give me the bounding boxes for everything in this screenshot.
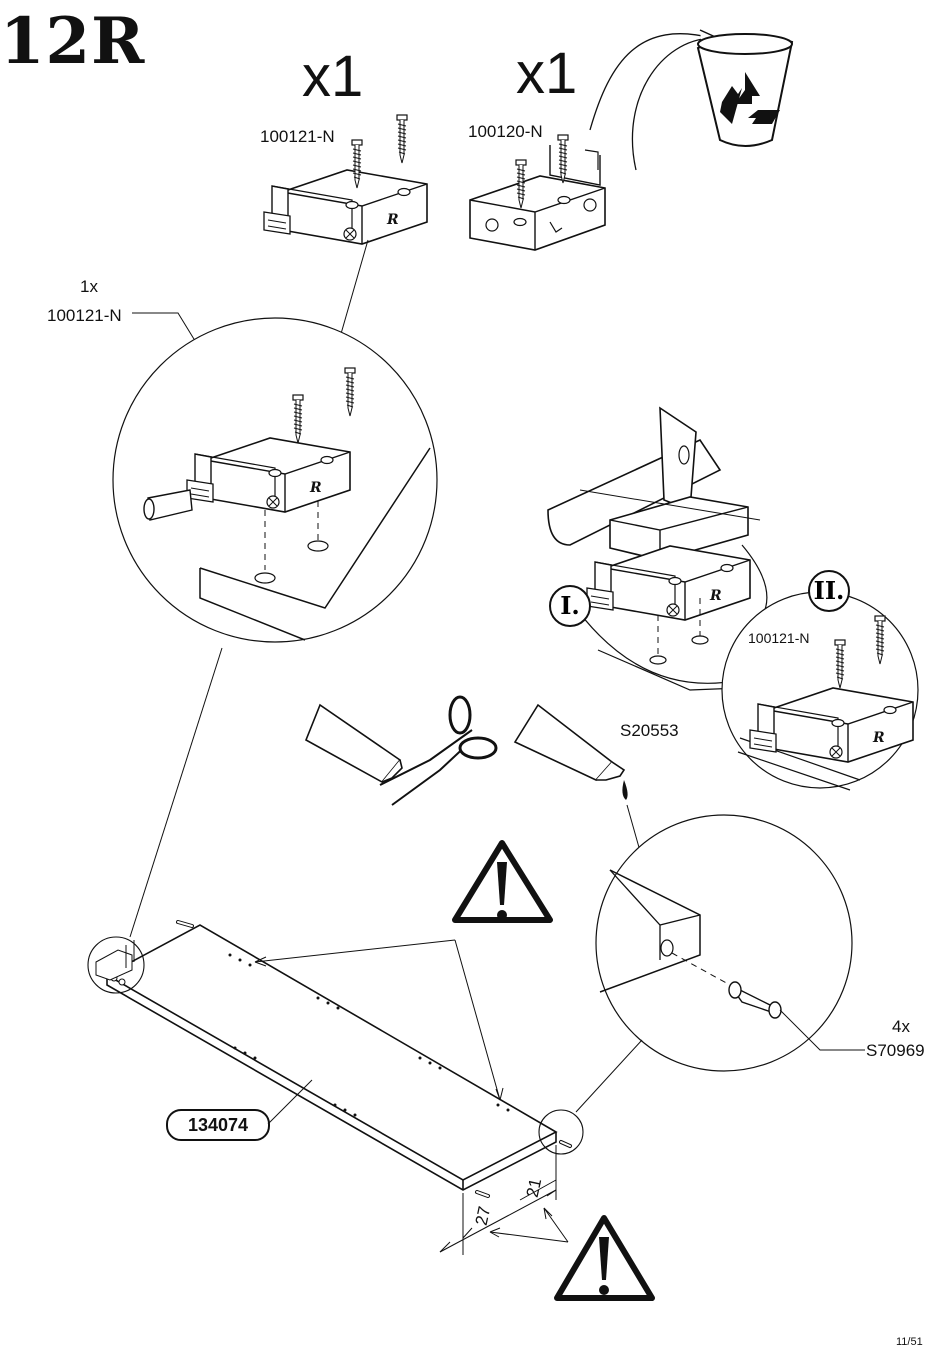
step-one-marker: I.	[549, 585, 591, 627]
step-two-part-code: 100121-N	[748, 630, 810, 646]
scissors-icon	[379, 695, 498, 806]
dowel-part-code: S70969	[866, 1041, 925, 1060]
glue-part-code: S20553	[620, 721, 679, 740]
page-number: 11/51	[896, 1336, 923, 1348]
detail-circle-right	[721, 591, 919, 791]
warning-icon	[452, 840, 553, 923]
panel-134074-drawing	[105, 920, 572, 1198]
detail-quantity: 1x	[80, 277, 98, 296]
quantity-hinge-100120: x1	[516, 41, 578, 106]
part-code-100121: 100121-N	[260, 127, 335, 146]
detail-circle-dowel	[595, 814, 853, 1072]
recycle-bin-icon	[589, 29, 794, 171]
hinge-100120-drawing	[469, 134, 606, 251]
dimension-b: 21	[522, 1176, 546, 1200]
step-number: 12R	[0, 4, 146, 79]
quantity-hinge-100121: x1	[302, 44, 364, 109]
step-two-marker: II.	[808, 570, 850, 612]
warning-icon	[554, 1215, 655, 1301]
panel-part-code: 134074	[166, 1109, 270, 1141]
dimension-lines	[439, 1145, 557, 1255]
detail-circle-left	[112, 317, 438, 643]
part-code-100120: 100120-N	[468, 122, 543, 141]
glue-tube-icon	[304, 703, 628, 800]
dowel-quantity: 4x	[892, 1017, 910, 1036]
detail-part-code: 100121-N	[47, 306, 122, 325]
hammer-icon	[547, 406, 761, 665]
dimension-a: 27	[471, 1204, 495, 1228]
